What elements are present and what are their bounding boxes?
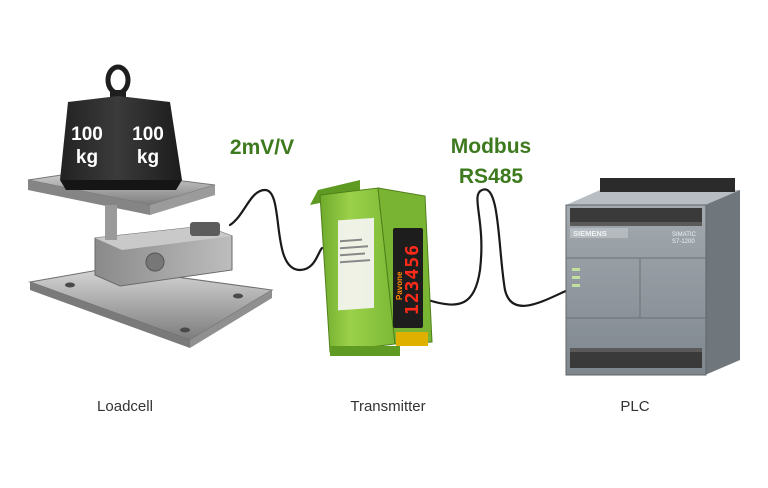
loadcell-assembly [27,169,274,348]
transmitter-device: Pavone 123456 [310,180,433,356]
weight-right-face-unit: kg [137,147,159,168]
transmitter-brand: Pavone [395,271,404,300]
link-label-analog-signal: 2mV/V [229,136,295,159]
link-label-interface: RS485 [458,165,524,188]
caption-plc: PLC [620,398,650,415]
link-label-protocol: Modbus [450,135,532,158]
cable-transmitter-to-plc [426,188,570,307]
weight-right-face-number: 100 [132,124,164,145]
weight-100kg: 100 kg 100 kg [60,64,182,190]
cable-loadcell-to-transmitter [228,188,324,272]
weight-left-face-unit: kg [76,147,98,168]
weight-left-face-number: 100 [71,124,103,145]
plc-model-line2: S7-1200 [672,239,695,245]
plc-model-line1: SIMATIC [672,232,697,238]
plc-brand: SIEMENS [573,229,607,238]
transmitter-display-value: 123456 [402,244,423,315]
plc-device: SIEMENS SIMATIC S7-1200 [565,178,740,376]
caption-transmitter: Transmitter [350,398,426,415]
caption-loadcell: Loadcell [97,398,153,415]
